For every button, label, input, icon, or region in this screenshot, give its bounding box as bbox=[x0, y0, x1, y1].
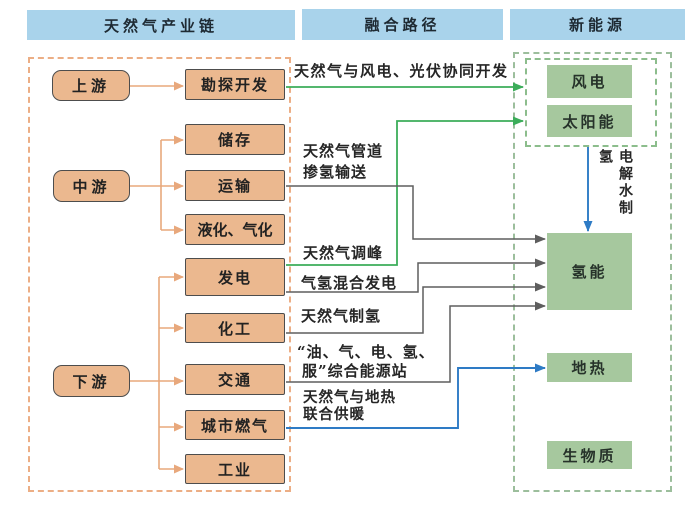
label-geothermal-heating-line2: 联合供暖 bbox=[303, 406, 365, 423]
node-power-generation: 发电 bbox=[185, 258, 285, 296]
header-industry-chain: 天然气产业链 bbox=[27, 10, 295, 40]
energy-solar: 太阳能 bbox=[547, 105, 632, 137]
node-city-gas: 城市燃气 bbox=[185, 410, 285, 440]
label-geothermal-heating: 天然气与地热 联合供暖 bbox=[303, 389, 396, 423]
label-electrolysis: 电解水制氢 bbox=[597, 149, 633, 217]
node-liquefaction: 液化、气化 bbox=[185, 214, 285, 245]
stage-upstream: 上游 bbox=[52, 70, 130, 101]
label-energy-station: “油、气、电、氢、 服”综合能源站 bbox=[297, 343, 435, 381]
energy-geothermal: 地热 bbox=[547, 353, 632, 382]
renewables-group bbox=[525, 58, 657, 147]
node-industry: 工业 bbox=[185, 454, 285, 484]
node-exploration: 勘探开发 bbox=[185, 69, 285, 100]
label-energy-station-line1: “油、气、电、氢、 bbox=[297, 343, 435, 361]
arrow-transport-to-hydrogen bbox=[286, 185, 546, 244]
label-pipeline-h2: 天然气管道 掺氢输送 bbox=[303, 141, 383, 183]
node-traffic: 交通 bbox=[185, 364, 285, 395]
label-peak-shaving: 天然气调峰 bbox=[303, 244, 384, 262]
energy-hydrogen: 氢能 bbox=[547, 233, 632, 310]
label-gas-to-h2: 天然气制氢 bbox=[301, 307, 382, 325]
node-chemical: 化工 bbox=[185, 313, 285, 343]
stage-downstream: 下游 bbox=[53, 365, 130, 397]
node-transport: 运输 bbox=[185, 170, 285, 201]
label-pipeline-h2-line1: 天然气管道 bbox=[303, 142, 384, 160]
label-pipeline-h2-line2: 掺氢输送 bbox=[303, 163, 368, 181]
energy-wind: 风电 bbox=[547, 65, 632, 98]
node-storage: 储存 bbox=[185, 124, 285, 155]
label-wind-pv-codev: 天然气与风电、光伏协同开发 bbox=[294, 62, 509, 80]
label-geothermal-heating-line1: 天然气与地热 bbox=[303, 389, 396, 406]
header-new-energy: 新能源 bbox=[510, 9, 685, 40]
label-energy-station-line2: 服”综合能源站 bbox=[302, 362, 408, 380]
label-gas-h2-power: 气氢混合发电 bbox=[301, 274, 398, 292]
header-fusion-paths: 融合路径 bbox=[302, 9, 503, 40]
stage-midstream: 中游 bbox=[53, 170, 130, 202]
energy-biomass: 生物质 bbox=[547, 441, 632, 469]
